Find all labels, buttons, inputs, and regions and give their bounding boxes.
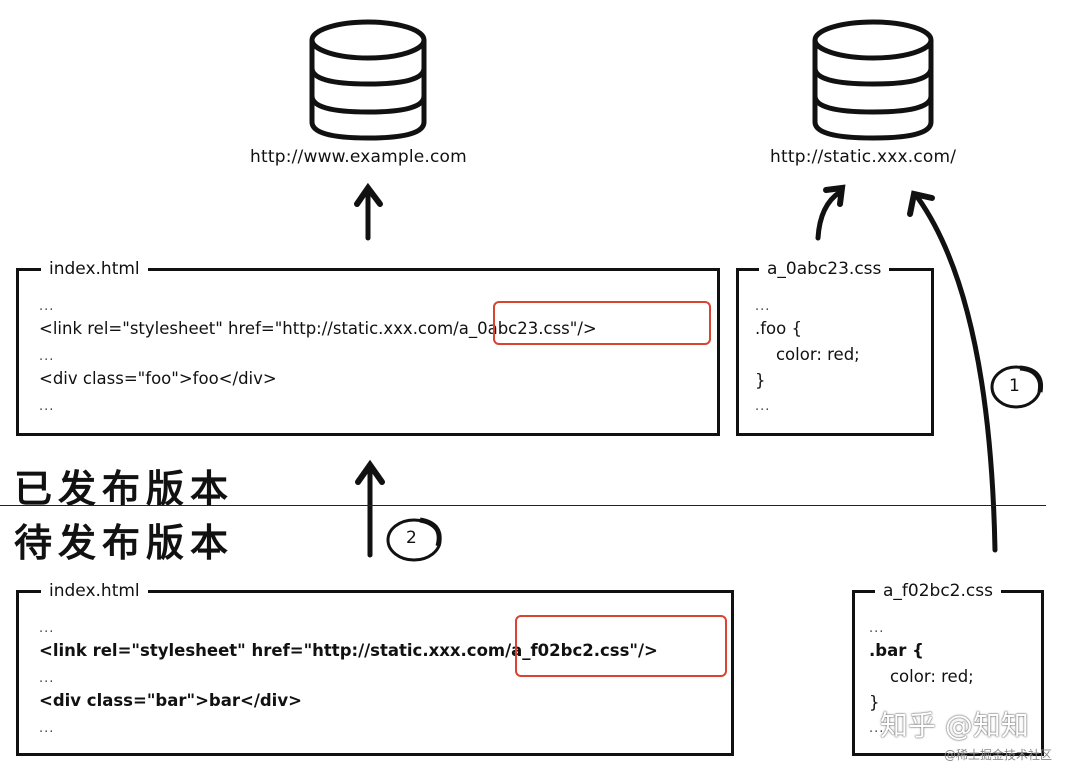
code-line: } — [755, 371, 766, 390]
code-line: <link rel="stylesheet" href="http://stat… — [39, 319, 597, 338]
css-filename-highlight — [493, 301, 711, 345]
arrow-up-icon — [355, 459, 385, 558]
step-1-number: 1 — [1009, 376, 1020, 396]
box-title: a_f02bc2.css — [875, 579, 1001, 603]
pending-css-box: a_f02bc2.css ... .bar { color: red; } ..… — [852, 579, 1044, 756]
code-line: ... — [39, 349, 55, 364]
code-line: <link rel="stylesheet" href="http://stat… — [39, 641, 658, 660]
code-line: ... — [39, 671, 55, 686]
curved-arrow-icon — [815, 184, 846, 241]
published-css-box: a_0abc23.css ... .foo { color: red; } ..… — [736, 257, 934, 436]
step-1-circle-icon — [990, 365, 1044, 409]
code-line: ... — [39, 721, 55, 736]
published-html-box: index.html ... <link rel="stylesheet" hr… — [16, 257, 720, 436]
pending-section-label: 待发布版本 — [14, 521, 235, 565]
server-label-example: http://www.example.com — [250, 147, 467, 167]
code-line: <div class="foo">foo</div> — [39, 369, 277, 388]
code-line: .foo { — [755, 319, 802, 338]
server-label-static: http://static.xxx.com/ — [770, 147, 957, 167]
code-line: ... — [755, 399, 771, 414]
pending-html-box: index.html ... <link rel="stylesheet" hr… — [16, 579, 734, 756]
code-line: } — [869, 693, 880, 712]
code-line: ... — [869, 621, 885, 636]
code-line: .bar { — [869, 641, 924, 660]
step-2-number: 2 — [406, 528, 417, 548]
watermark-main: 知乎 @知知 — [880, 709, 1029, 742]
css-filename-highlight — [515, 615, 727, 677]
code-line: ... — [39, 399, 55, 414]
box-title: a_0abc23.css — [759, 257, 890, 281]
code-line: color: red; — [755, 345, 860, 364]
code-line: ... — [755, 299, 771, 314]
code-line: ... — [39, 621, 55, 636]
code-line: color: red; — [869, 667, 974, 686]
box-title: index.html — [41, 257, 148, 281]
watermark-sub: @稀土掘金技术社区 — [944, 748, 1053, 762]
arrow-up-icon — [354, 182, 383, 241]
long-curved-arrow-icon — [907, 190, 998, 553]
code-line: <div class="bar">bar</div> — [39, 691, 302, 710]
code-line: ... — [869, 721, 885, 736]
box-title: index.html — [41, 579, 148, 603]
section-divider — [0, 505, 1046, 506]
code-line: ... — [39, 299, 55, 314]
step-2-circle-icon — [386, 517, 442, 562]
database-icon-left — [309, 19, 427, 141]
published-section-label: 已发布版本 — [14, 467, 235, 511]
database-icon-right — [812, 19, 934, 141]
